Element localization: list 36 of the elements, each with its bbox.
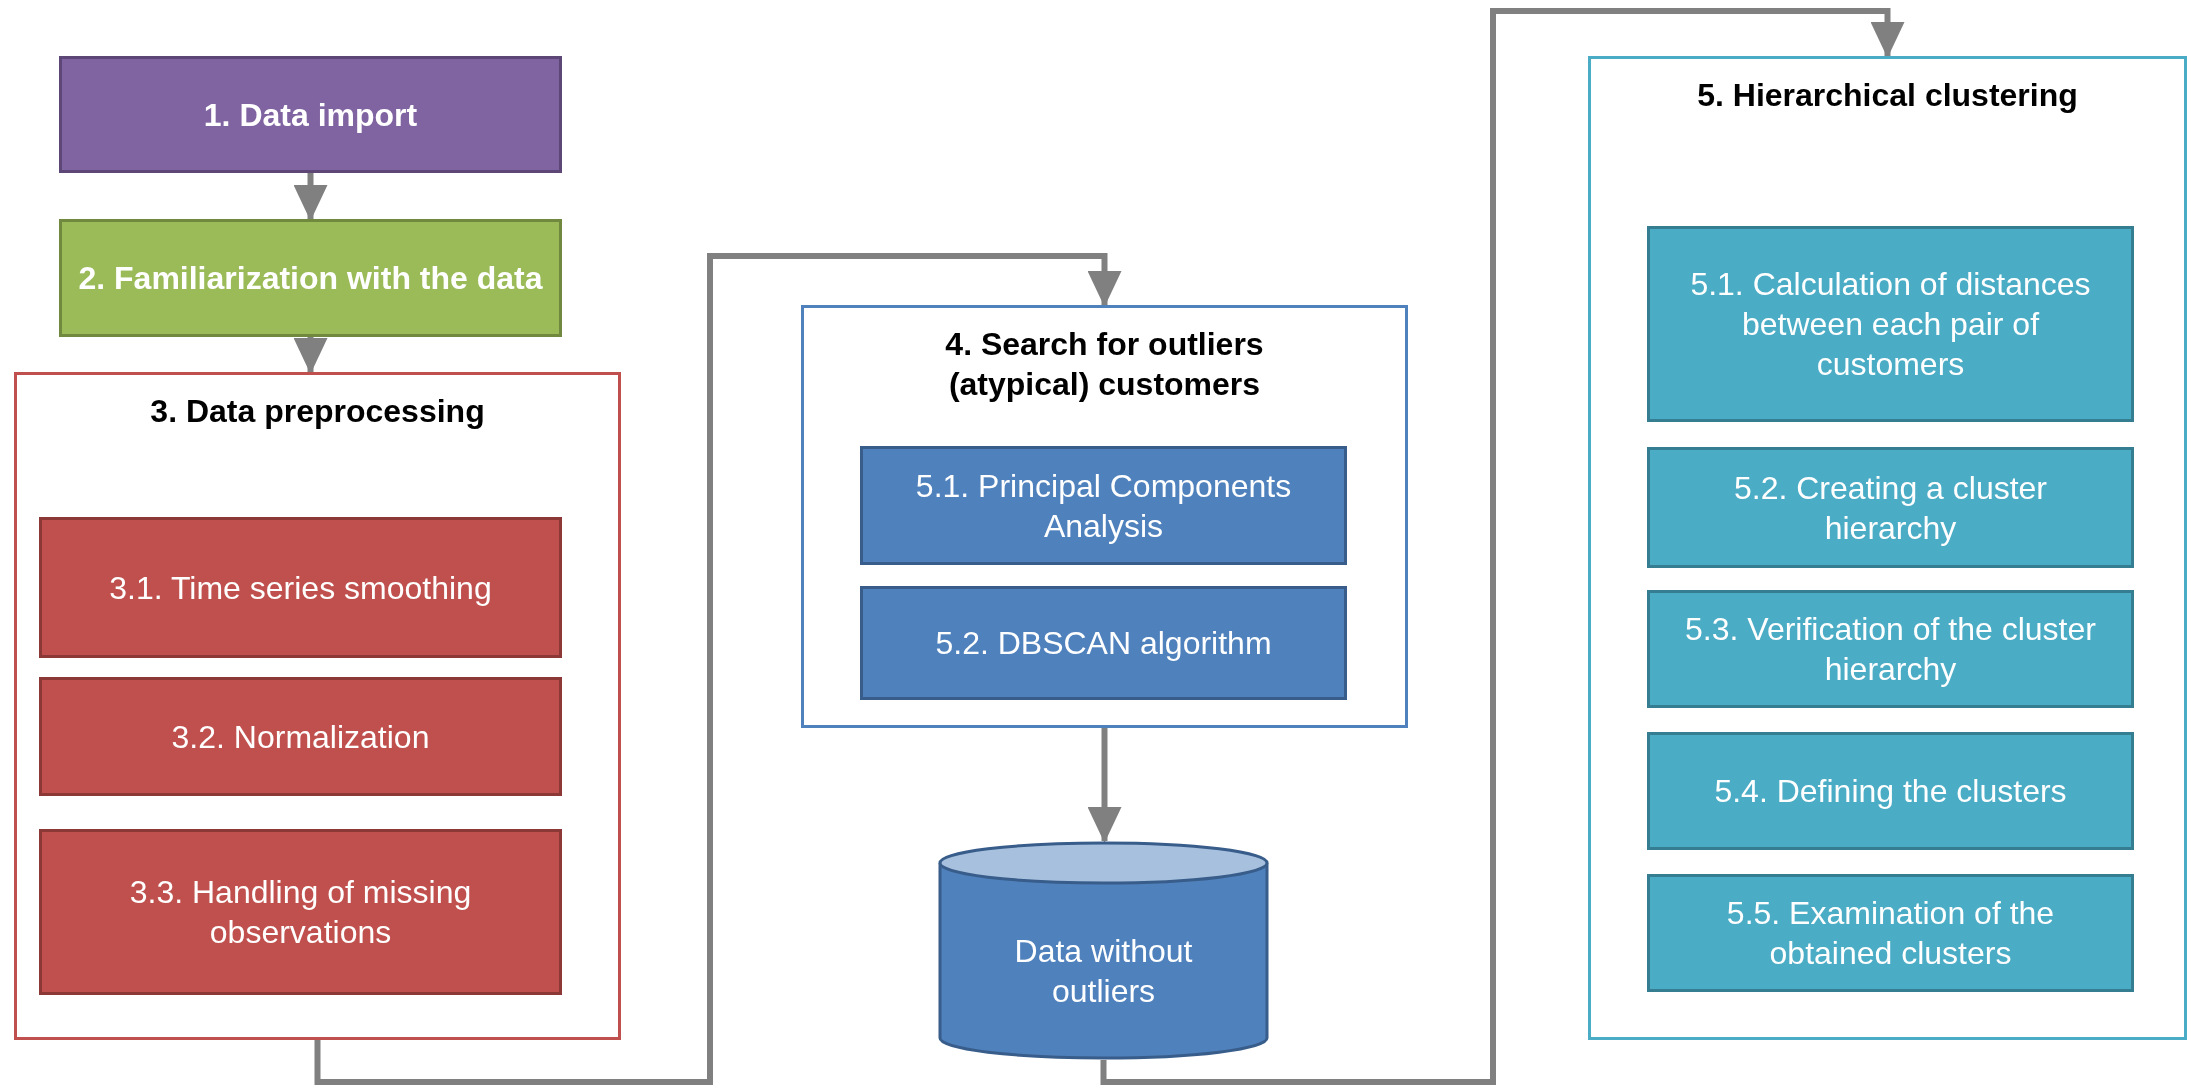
node-label: 5.5. Examination of the obtained clusters [1725,894,2056,973]
node-label: 4. Search for outliers (atypical) customers [944,325,1265,404]
step-box [1647,226,2134,422]
node-label: Data without outliers [1014,932,1193,1009]
step-box [1647,590,2134,708]
node-label: 1. Data import [203,95,418,135]
node-label: 3.2. Normalization [171,717,430,757]
node-label: 5.2. DBSCAN algorithm [935,624,1272,663]
step-box [1647,874,2134,992]
step-box [860,586,1347,700]
process-box [59,56,562,173]
node-label: 5.1. Principal Components Analysis [914,466,1293,546]
arrow [314,253,1122,1085]
group-box [14,372,621,1040]
step-box [1647,447,2134,568]
node-label: 3.1. Time series smoothing [109,568,492,608]
process-box [59,219,562,337]
arrow [293,173,328,221]
node-label: 5.4. Defining the clusters [1714,772,2067,811]
group-box [1588,56,2187,1040]
step-box [860,446,1347,565]
arrow [1100,8,1905,1085]
node-label: 3.3. Handling of missing observations [128,873,473,952]
node-label: 5. Hierarchical clustering [1697,76,2078,115]
node-label: 5.1. Calculation of distances between each pair of customers [1689,265,2092,384]
arrow [1087,728,1122,843]
group-box [801,305,1408,728]
node-label: 3. Data preprocessing [150,392,485,431]
node-label: 2. Familiarization with the data [78,259,543,298]
arrow [293,337,328,374]
step-box [1647,732,2134,850]
step-box [39,517,562,658]
node-label: 5.2. Creating a cluster hierarchy [1732,468,2048,548]
step-box [39,677,562,796]
step-box [39,829,562,995]
node-label: 5.3. Verification of the cluster hierarchy [1684,610,2097,689]
